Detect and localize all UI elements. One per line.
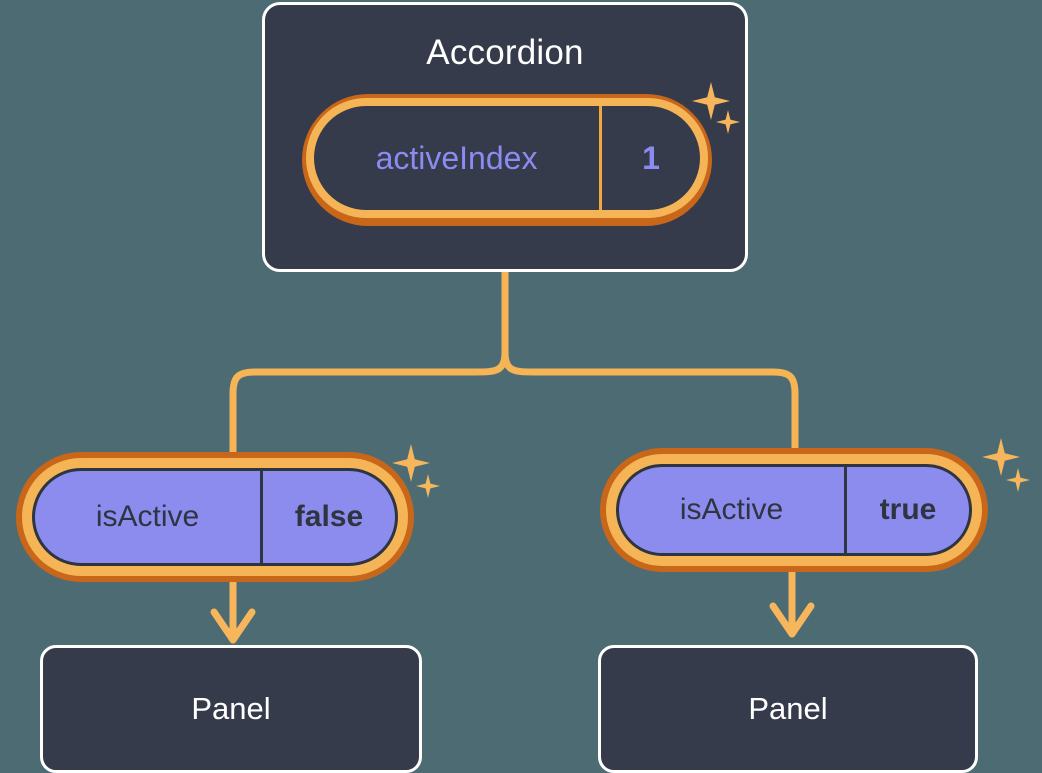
arrow-down-icon-right — [769, 568, 815, 638]
panel-title: Panel — [748, 691, 828, 726]
accordion-title: Accordion — [426, 33, 584, 72]
sparkle-group-true — [982, 438, 1042, 510]
prop-value-label: true — [879, 493, 937, 526]
prop-key-label: isActive — [35, 471, 263, 563]
state-key-label: activeIndex — [314, 106, 602, 210]
sparkle-small-icon — [1006, 468, 1030, 492]
component-box-panel-right[interactable]: Panel — [598, 645, 978, 773]
pill-body: isActive true — [616, 464, 972, 556]
pill-body: activeIndex 1 — [314, 106, 700, 210]
wire-branch-left — [229, 348, 509, 456]
arrow-down-icon-left — [210, 578, 256, 644]
prop-pill-isactive-true[interactable]: isActive true — [600, 448, 988, 572]
component-box-panel-left[interactable]: Panel — [40, 645, 422, 773]
pill-body: isActive false — [32, 468, 398, 566]
prop-pill-isactive-false[interactable]: isActive false — [16, 452, 414, 582]
prop-value-label: false — [294, 500, 364, 533]
panel-title: Panel — [191, 691, 271, 726]
wire-branch-right — [501, 348, 799, 454]
state-pill-activeindex[interactable]: activeIndex 1 — [302, 94, 712, 226]
state-value-label: 1 — [642, 139, 660, 176]
prop-key-label: isActive — [619, 467, 847, 553]
sparkle-small-icon — [416, 474, 440, 498]
